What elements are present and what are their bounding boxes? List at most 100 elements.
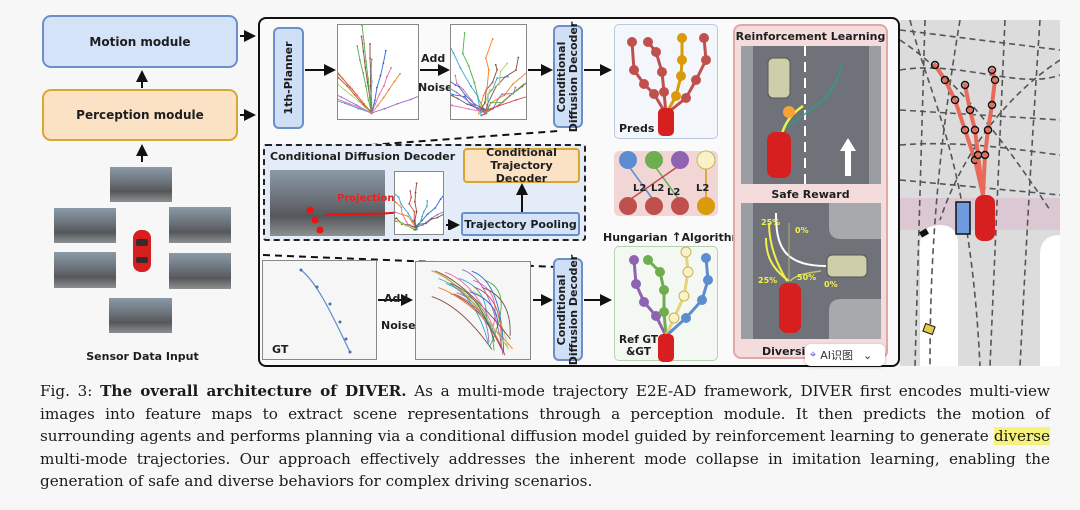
- trajectory-point: [455, 91, 458, 94]
- trajectory-point: [404, 224, 407, 227]
- trajectory-point: [409, 98, 412, 101]
- gt-mode-node: [619, 151, 637, 169]
- trajectory-point: [454, 84, 457, 86]
- trajectory-point: [486, 86, 488, 89]
- trajectory-point: [474, 103, 476, 106]
- left-arrows: [136, 30, 256, 162]
- trajectory-point: [365, 60, 367, 63]
- trajectory-point: [363, 42, 366, 45]
- trajectory-point: [395, 217, 398, 220]
- trajectory-line: [446, 40, 482, 116]
- trajectory-point: [516, 88, 518, 91]
- pred-node: [671, 91, 681, 101]
- l2-label-2: L2: [651, 183, 665, 194]
- trajectory-point: [482, 110, 484, 113]
- trajectory-point: [455, 82, 458, 85]
- trajectory-line: [371, 67, 392, 113]
- other-car-icon: [767, 57, 791, 99]
- hungarian-label: Hungarian ↑Algorithm: [603, 230, 743, 244]
- trajectory-point: [422, 223, 424, 226]
- noisy-gt-line: [450, 283, 495, 342]
- trajectory-line: [389, 207, 415, 229]
- trajectory-point: [452, 52, 455, 54]
- trajectory-point: [511, 83, 514, 86]
- trajectory-point: [485, 112, 488, 115]
- trajectory-point: [522, 83, 525, 86]
- trajectory-point: [393, 80, 396, 83]
- gt-node: [659, 307, 669, 317]
- trajectory-point: [408, 202, 411, 205]
- trajectory-point: [370, 90, 373, 93]
- obstacle-icon: [922, 322, 936, 336]
- figure-number: Fig. 3:: [40, 382, 93, 400]
- trajectory-point: [359, 107, 362, 109]
- trajectory-point: [415, 182, 418, 185]
- trajectory-point: [386, 75, 388, 78]
- ai-badge-label: AI识图: [820, 349, 853, 362]
- add-noise-top-label-1: Add: [421, 52, 446, 65]
- trajectory-point: [514, 86, 517, 89]
- trajectory-point: [401, 213, 403, 216]
- trajectory-point: [383, 107, 386, 110]
- trajectory-point: [439, 198, 442, 201]
- gt-node: [643, 255, 653, 265]
- trajectory-point: [483, 108, 486, 111]
- trajectory-point: [337, 76, 340, 79]
- trajectory-point: [388, 88, 390, 91]
- lane-line: [989, 20, 1006, 366]
- pred-node: [699, 33, 709, 43]
- highlighted-word[interactable]: diverse: [993, 427, 1051, 445]
- trajectory-point: [397, 196, 400, 199]
- ego-car-rl-icon: [767, 132, 791, 178]
- trajectory-line: [395, 201, 415, 228]
- trajectory-point: [457, 85, 460, 88]
- trajectory-point: [336, 83, 339, 86]
- trajectory-line: [330, 68, 373, 114]
- trajectory-point: [340, 76, 343, 79]
- trajectory-decoder-label-1: Conditional: [486, 146, 557, 159]
- l2-label-4: L2: [696, 183, 710, 194]
- prob-label-1: 25%: [761, 218, 780, 227]
- add-noise-top-label-2: Noise: [418, 81, 453, 94]
- trajectory-decoder-label-2: Trajectory Decoder: [490, 159, 553, 185]
- noisy-gt-line: [444, 271, 496, 333]
- trajectory-point: [390, 66, 393, 69]
- waypoint: [987, 65, 997, 75]
- prob-label-4: 50%: [797, 273, 816, 282]
- matching-graph: [619, 150, 716, 215]
- bev-map: [900, 20, 1060, 366]
- ai-recognize-button[interactable]: ⌖ AI识图 ⌄: [805, 344, 885, 366]
- trajectory-point: [418, 223, 421, 226]
- gt-node: [668, 312, 680, 324]
- chevron-down-icon[interactable]: ⌄: [862, 348, 873, 362]
- trajectory-point: [436, 216, 439, 219]
- pred-node: [649, 89, 659, 99]
- trajectory-line: [361, 25, 373, 113]
- trajectory-point: [369, 43, 371, 45]
- trajectory-line: [442, 75, 485, 110]
- trajectory-point: [411, 220, 413, 223]
- pred-node: [643, 37, 653, 47]
- pred-node: [691, 75, 701, 85]
- lane-line: [929, 20, 961, 366]
- trajectory-point: [350, 94, 353, 97]
- waypoint: [960, 125, 970, 135]
- ego-car-map-icon: [975, 195, 995, 241]
- trajectory-point: [506, 62, 509, 65]
- trajectory-point: [467, 108, 470, 110]
- trajectory-point: [496, 77, 498, 80]
- gt-node: [655, 267, 665, 277]
- trajectory-point: [383, 84, 385, 87]
- gt-node: [681, 313, 691, 323]
- camera-back: [109, 298, 172, 333]
- noisy-gt-line: [471, 270, 505, 354]
- waypoint: [960, 80, 970, 90]
- pred-node: [659, 87, 669, 97]
- ref-gt-tree: [629, 246, 713, 362]
- pred-node: [651, 47, 661, 57]
- gt-node: [629, 255, 639, 265]
- trajectory-line: [371, 73, 401, 114]
- pred-mode-node: [619, 197, 637, 215]
